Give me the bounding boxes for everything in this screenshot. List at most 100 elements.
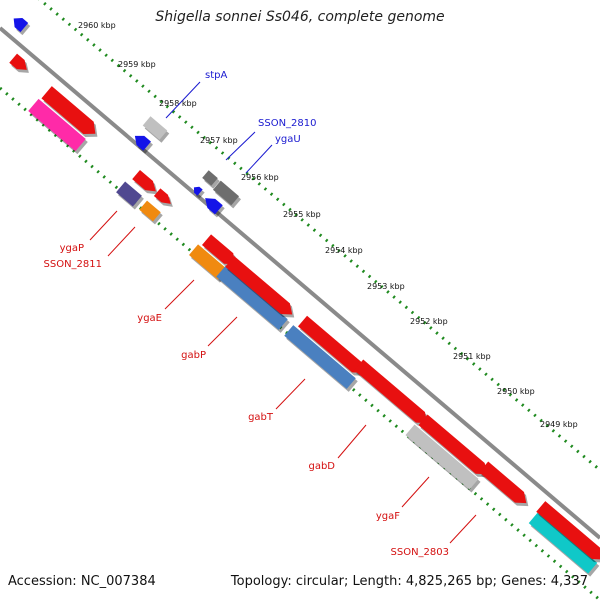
- leader-line-gabD: [337, 424, 367, 459]
- gene-feature-red-5-body: [201, 234, 236, 265]
- gene-feature-red-top[interactable]: [9, 53, 29, 73]
- gene-feature-red-2[interactable]: [41, 86, 98, 137]
- gene-feature-gabT-body: [284, 325, 356, 389]
- gene-feature-cyan[interactable]: [528, 512, 600, 577]
- gene-feature-SSON-2810-body: [202, 170, 218, 186]
- gene-feature-red-4[interactable]: [153, 188, 173, 207]
- gene-feature-red-3[interactable]: [132, 170, 158, 195]
- gene-feature-ygaE-body: [188, 244, 228, 280]
- gene-feature-blue-2[interactable]: [193, 186, 205, 199]
- gene-feature-blue-1-body: [134, 135, 151, 151]
- gene-feature-red-2-body: [41, 86, 96, 134]
- scale-label: 2960 kbp: [78, 21, 116, 30]
- gene-feature-red-top-body: [9, 53, 27, 70]
- leader-line-SSON-2810: [225, 131, 256, 161]
- gene-feature-gabT[interactable]: [284, 325, 358, 392]
- gene-feature-red-4-body: [153, 188, 171, 204]
- gene-feature-stpA-body: [142, 116, 168, 140]
- gene-label-gabP[interactable]: gabP: [181, 350, 206, 361]
- leader-line-SSON-2811: [107, 226, 136, 257]
- gene-feature-red-9-body: [479, 461, 527, 504]
- gene-feature-gabD-body: [354, 359, 428, 424]
- gene-feature-red-3-body: [132, 170, 156, 192]
- gene-feature-red-7[interactable]: [297, 315, 366, 376]
- gene-feature-ygaF-body: [405, 424, 479, 490]
- scale-label: 2954 kbp: [325, 246, 363, 255]
- scale-label: 2958 kbp: [159, 99, 197, 108]
- gene-feature-blue-top-body: [13, 17, 29, 33]
- gene-feature-blue-top[interactable]: [13, 17, 31, 36]
- gene-label-ygaE[interactable]: ygaE: [137, 313, 162, 324]
- gene-label-SSON-2803[interactable]: SSON_2803: [391, 547, 450, 558]
- scale-labels: 2960 kbp 2959 kbp 2958 kbp 2957 kbp 2956…: [78, 21, 578, 429]
- reverse-leaders: [89, 210, 477, 544]
- scale-label: 2952 kbp: [410, 317, 448, 326]
- leader-line-SSON-2803: [449, 514, 477, 544]
- leader-line-gabT: [275, 378, 306, 410]
- scale-label: 2951 kbp: [453, 352, 491, 361]
- leader-line-ygaU: [245, 144, 273, 174]
- leader-line-ygaE: [164, 279, 195, 310]
- scale-label: 2955 kbp: [283, 210, 321, 219]
- scale-label: 2950 kbp: [497, 387, 535, 396]
- gene-feature-red-6[interactable]: [225, 256, 295, 318]
- gene-label-ygaU[interactable]: ygaU: [275, 134, 301, 145]
- map-title: Shigella sonnei Ss046, complete genome: [155, 9, 445, 25]
- gene-feature-SSON-2811-body: [139, 200, 161, 222]
- gene-feature-gabP-body: [216, 266, 288, 330]
- gene-feature-blue-3-body: [205, 198, 223, 215]
- gene-feature-red-6-body: [225, 256, 293, 315]
- scale-label: 2949 kbp: [540, 420, 578, 429]
- gene-feature-pink-body: [28, 98, 86, 152]
- gene-feature-red-9[interactable]: [479, 461, 529, 507]
- leader-line-stpA: [165, 81, 201, 119]
- genome-backbone: [0, 26, 600, 540]
- scale-dots-lower: [0, 86, 600, 600]
- gene-feature-blue-1[interactable]: [134, 135, 153, 154]
- scale-label: 2959 kbp: [118, 60, 156, 69]
- gene-feature-red-7-body: [297, 315, 364, 373]
- reverse-gene-labels: ygaP SSON_2811 ygaE gabP gabT gabD ygaF …: [44, 243, 450, 558]
- gene-label-stpA[interactable]: stpA: [205, 70, 227, 81]
- gene-feature-blue-3[interactable]: [205, 198, 225, 218]
- scale-label: 2953 kbp: [367, 282, 405, 291]
- gene-feature-ygaU[interactable]: [212, 180, 242, 209]
- gene-label-gabT[interactable]: gabT: [248, 412, 274, 423]
- gene-feature-red-10[interactable]: [536, 501, 600, 563]
- gene-label-SSON-2811[interactable]: SSON_2811: [44, 259, 103, 270]
- gene-feature-stpA[interactable]: [142, 116, 170, 143]
- gene-label-ygaF[interactable]: ygaF: [376, 511, 400, 522]
- gene-feature-pink[interactable]: [28, 98, 88, 155]
- gene-feature-red-5[interactable]: [201, 234, 238, 268]
- genome-stats-text: Topology: circular; Length: 4,825,265 bp…: [230, 574, 588, 589]
- leader-line-ygaP: [89, 210, 118, 241]
- gene-features: [9, 17, 600, 577]
- gene-feature-blue-2-body: [193, 186, 203, 196]
- scale-label: 2956 kbp: [241, 173, 279, 182]
- scale-label: 2957 kbp: [200, 136, 238, 145]
- gene-label-SSON-2810[interactable]: SSON_2810: [258, 118, 317, 129]
- gene-feature-red-10-body: [536, 501, 600, 560]
- gene-feature-cyan-body: [528, 512, 598, 574]
- gene-label-ygaP[interactable]: ygaP: [60, 243, 84, 254]
- gene-feature-red-8[interactable]: [418, 414, 490, 478]
- gene-feature-ygaF[interactable]: [405, 424, 481, 493]
- gene-feature-gabD[interactable]: [354, 359, 430, 427]
- leader-line-ygaF: [401, 476, 430, 508]
- leader-line-gabP: [207, 316, 238, 347]
- gene-feature-gabP[interactable]: [216, 266, 290, 333]
- gene-feature-ygaU-body: [212, 180, 240, 206]
- forward-leaders: [165, 81, 273, 174]
- gene-feature-ygaP[interactable]: [116, 181, 144, 210]
- gene-label-gabD[interactable]: gabD: [308, 461, 335, 472]
- forward-gene-labels: stpA SSON_2810 ygaU: [205, 70, 317, 145]
- gene-feature-red-8-body: [418, 414, 488, 475]
- gene-feature-SSON-2811[interactable]: [139, 200, 163, 225]
- scale-dots-upper: [38, 0, 600, 472]
- accession-text: Accession: NC_007384: [8, 574, 156, 589]
- gene-feature-ygaP-body: [116, 181, 142, 207]
- gene-feature-SSON-2810[interactable]: [202, 170, 220, 189]
